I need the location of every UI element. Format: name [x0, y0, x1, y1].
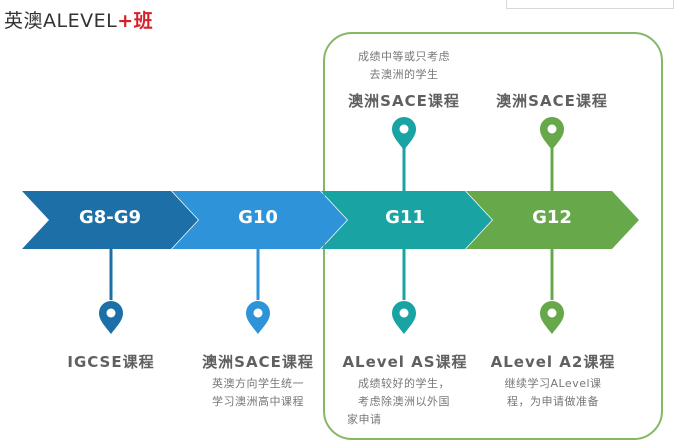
stage-arrow-g11 — [321, 191, 492, 249]
note-g11-line-1: 成绩较好的学生， — [358, 377, 450, 390]
course-label-g11-bottom: ALevel AS课程 — [342, 353, 468, 371]
stage-arrow-g10 — [172, 191, 347, 249]
pin-icon-g11-bottom — [392, 301, 416, 334]
note-g11: 成绩较好的学生， 考虑除澳洲以外国 家申请 — [339, 375, 469, 429]
top-right-box — [506, 0, 674, 9]
top-note: 成绩中等或只考虑 去澳洲的学生 — [344, 48, 464, 84]
stage-label-g10: G10 — [238, 207, 278, 228]
note-g12-line-2: 程，为申请做准备 — [507, 395, 599, 408]
title-main: 英澳ALEVEL — [4, 10, 118, 32]
course-label-g12-bottom: ALevel A2课程 — [490, 353, 616, 371]
title-accent: +班 — [117, 10, 154, 32]
course-label-g11-top: 澳洲SACE课程 — [348, 92, 460, 110]
note-g10: 英澳方向学生统一 学习澳洲高中课程 — [193, 375, 323, 411]
note-g11-line-2: 考虑除澳洲以外国 — [358, 395, 450, 408]
stage-label-g8-g9: G8-G9 — [78, 207, 142, 228]
pin-icon-g12-bottom — [540, 301, 564, 334]
top-note-line-2: 去澳洲的学生 — [369, 68, 439, 81]
course-label-g10: 澳洲SACE课程 — [202, 353, 314, 371]
note-g10-line-2: 学习澳洲高中课程 — [212, 395, 304, 408]
top-note-line-1: 成绩中等或只考虑 — [358, 50, 450, 63]
stage-arrow-g12 — [466, 191, 639, 249]
course-label-g12-top: 澳洲SACE课程 — [496, 92, 608, 110]
course-label-g8-g9: IGCSE课程 — [67, 353, 155, 371]
pin-icon-g11-top — [392, 117, 416, 150]
pin-icon-g12-top — [540, 117, 564, 150]
stage-label-g11: G11 — [385, 207, 425, 228]
pin-icon-g10 — [246, 301, 270, 334]
note-g12-line-1: 继续学习ALevel课 — [504, 377, 602, 390]
note-g11-line-3: 家申请 — [347, 413, 382, 426]
stage-arrow-g8-g9 — [22, 191, 198, 249]
note-g10-line-1: 英澳方向学生统一 — [212, 377, 304, 390]
stage-label-g12: G12 — [532, 207, 572, 228]
pin-icon-g8 — [99, 301, 123, 334]
note-g12: 继续学习ALevel课 程，为申请做准备 — [488, 375, 618, 411]
page-title: 英澳ALEVEL+班 — [4, 6, 153, 33]
